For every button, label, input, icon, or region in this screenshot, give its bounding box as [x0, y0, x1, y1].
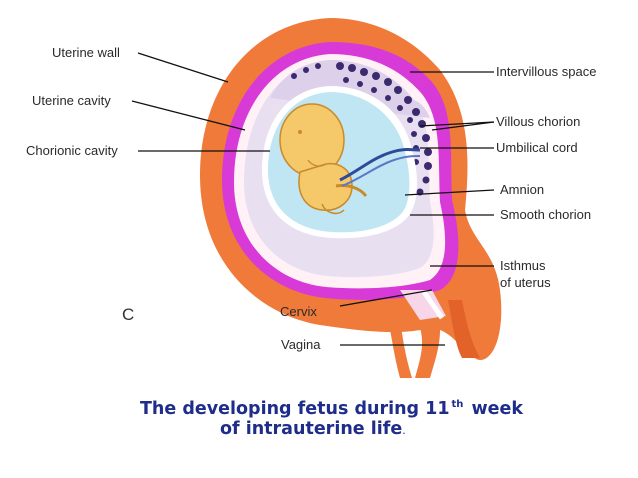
umbilical-cord [339, 148, 421, 187]
cervix-shape [400, 290, 446, 320]
panel-letter: C [122, 305, 134, 324]
label-smooth-chorion: Smooth chorion [500, 207, 591, 222]
leader-lines [131, 52, 495, 346]
label-vagina: Vagina [281, 337, 321, 352]
caption-superscript: th [451, 399, 464, 410]
caption-line-1-suffix: week [471, 399, 524, 419]
vagina-shape [388, 318, 440, 378]
label-of-uterus: of uterus [500, 275, 551, 290]
label-uterine-wall: Uterine wall [52, 45, 120, 60]
label-villous-chorion: Villous chorion [496, 114, 580, 129]
caption-line-2-text: of intrauterine life [220, 419, 403, 439]
label-umbilical-cord: Umbilical cord [496, 140, 578, 155]
caption-line-1-prefix: The developing fetus during 11 [140, 399, 450, 419]
villous-chorion [291, 62, 432, 196]
label-isthmus: Isthmus [500, 258, 546, 273]
label-chorionic-cavity: Chorionic cavity [26, 143, 118, 158]
label-intervillous-space: Intervillous space [496, 64, 596, 79]
caption-period: . [402, 424, 406, 437]
label-amnion: Amnion [500, 182, 544, 197]
label-cervix: Cervix [280, 304, 317, 319]
fetus [279, 103, 368, 215]
caption-line-2: of intrauterine life. [220, 417, 406, 443]
label-uterine-cavity: Uterine cavity [32, 93, 111, 108]
